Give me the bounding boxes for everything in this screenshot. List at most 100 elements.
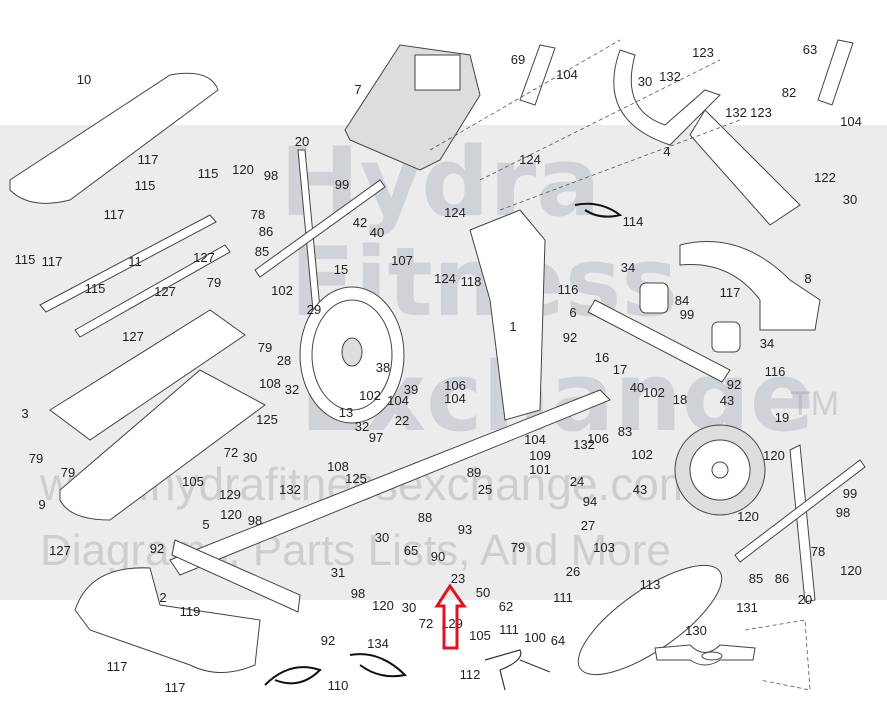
part-label-88: 88 (418, 510, 432, 525)
pulley-19-hub (711, 461, 729, 479)
part-label-31: 31 (331, 565, 345, 580)
part-label-102: 102 (631, 447, 653, 462)
part-label-32: 32 (355, 419, 369, 434)
part-label-30: 30 (402, 600, 416, 615)
part-label-23: 23 (451, 571, 465, 586)
part-label-103: 103 (593, 540, 615, 555)
part-label-62: 62 (499, 599, 513, 614)
rear-cover-8 (679, 241, 821, 331)
part-label-106: 106 (587, 431, 609, 446)
part-label-86: 86 (259, 224, 273, 239)
base-5 (171, 539, 301, 613)
part-label-117: 117 (104, 207, 125, 222)
part-label-92: 92 (563, 330, 577, 345)
left-handle-69 (519, 44, 556, 106)
part-label-127: 127 (49, 543, 71, 558)
part-label-32: 32 (285, 382, 299, 397)
part-label-111: 111 (553, 590, 573, 605)
part-label-78: 78 (251, 207, 265, 222)
part-label-83: 83 (618, 424, 632, 439)
part-label-5: 5 (202, 517, 209, 532)
part-label-40: 40 (370, 225, 384, 240)
power-cord-112 (484, 649, 551, 691)
pedal-arm-20 (789, 444, 816, 603)
part-label-30: 30 (638, 74, 652, 89)
crossbar-11 (39, 214, 217, 313)
part-label-124: 124 (444, 205, 466, 220)
part-label-24: 24 (570, 474, 584, 489)
part-label-90: 90 (431, 549, 445, 564)
part-label-9: 9 (38, 497, 45, 512)
crank-bar (254, 179, 386, 278)
part-label-79: 79 (61, 465, 75, 480)
part-label-104: 104 (556, 67, 578, 82)
upright-arm-4 (613, 49, 721, 146)
part-label-17: 17 (613, 362, 627, 377)
part-label-122: 122 (814, 170, 836, 185)
part-label-120: 120 (840, 563, 862, 578)
part-label-50: 50 (476, 585, 490, 600)
part-label-117: 117 (138, 152, 159, 167)
part-label-92: 92 (321, 633, 335, 648)
part-label-98: 98 (836, 505, 850, 520)
console-screen (414, 54, 461, 91)
part-label-97: 97 (369, 430, 383, 445)
part-label-124: 124 (434, 271, 456, 286)
part-label-120: 120 (763, 448, 785, 463)
part-label-115: 115 (85, 281, 106, 296)
part-label-39: 39 (404, 382, 418, 397)
right-handle-63 (817, 39, 854, 106)
part-label-123: 123 (750, 105, 772, 120)
part-label-127: 127 (193, 250, 215, 265)
part-label-18: 18 (673, 392, 687, 407)
parts-drawing (9, 39, 866, 691)
tray-9 (59, 369, 266, 521)
part-label-115: 115 (15, 252, 36, 267)
part-label-115: 115 (198, 166, 219, 181)
strap-131 (744, 619, 811, 691)
part-label-119: 119 (180, 604, 201, 619)
belt-113 (577, 564, 723, 676)
part-label-94: 94 (583, 494, 597, 509)
rail-115 (74, 244, 231, 338)
part-label-102: 102 (271, 283, 293, 298)
highlight-arrow-icon (434, 583, 467, 650)
wheel-34b (711, 321, 741, 353)
part-label-28: 28 (277, 353, 291, 368)
part-label-127: 127 (122, 329, 144, 344)
cord-134 (349, 653, 408, 678)
part-label-69: 69 (511, 52, 525, 67)
part-label-109: 109 (529, 448, 551, 463)
part-label-89: 89 (467, 465, 481, 480)
base-plate-3 (49, 309, 246, 441)
part-label-129: 129 (219, 487, 241, 502)
part-label-125: 125 (345, 471, 367, 486)
part-label-27: 27 (581, 518, 595, 533)
part-label-120: 120 (372, 598, 394, 613)
part-label-99: 99 (843, 486, 857, 501)
part-label-123: 123 (692, 45, 714, 60)
part-label-134: 134 (367, 636, 389, 651)
chest-strap-sensor (701, 651, 723, 661)
part-label-114: 114 (623, 214, 644, 229)
part-label-79: 79 (29, 451, 43, 466)
part-label-20: 20 (295, 134, 309, 149)
part-label-115: 115 (135, 178, 156, 193)
part-label-105: 105 (469, 628, 491, 643)
part-label-7: 7 (354, 82, 361, 97)
part-label-79: 79 (258, 340, 272, 355)
part-label-132: 132 (659, 69, 681, 84)
part-label-102: 102 (643, 385, 665, 400)
front-cover-2 (74, 567, 261, 673)
part-label-120: 120 (232, 162, 254, 177)
part-label-2: 2 (159, 590, 166, 605)
part-label-104: 104 (524, 432, 546, 447)
part-label-26: 26 (566, 564, 580, 579)
part-label-34: 34 (760, 336, 774, 351)
part-label-113: 113 (640, 577, 661, 592)
part-label-101: 101 (529, 462, 551, 477)
wire-114 (574, 202, 623, 218)
part-label-107: 107 (391, 253, 413, 268)
part-label-124: 124 (519, 152, 541, 167)
